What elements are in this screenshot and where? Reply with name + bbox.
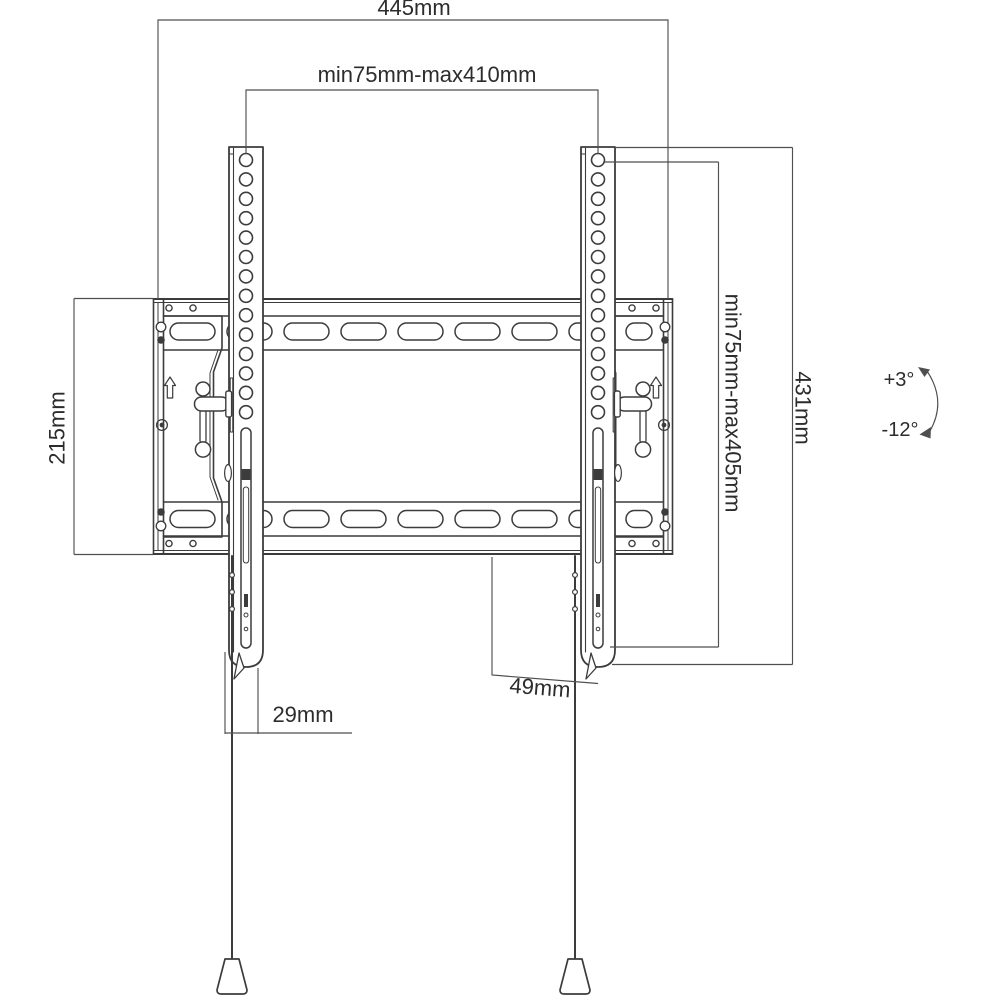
tilt-up-label: +3°: [884, 369, 915, 391]
dim-line-bottom-gap-left: [224, 652, 352, 734]
wall-plate-screw-holes: [165, 304, 660, 548]
dim-line-bottom-gap-right: [491, 557, 599, 685]
dim-plate-height-label: 215mm: [45, 391, 70, 464]
tilt-arrow-up-icon: [918, 367, 930, 377]
dim-bottom-gap-left-label: 29mm: [272, 702, 333, 727]
dim-overall-width-label: 445mm: [377, 0, 450, 20]
dim-bottom-gap-right-label: 49mm: [509, 673, 572, 703]
left-tv-rail: [229, 147, 263, 679]
dim-line-vesa-width: [245, 89, 599, 154]
left-tilt-arm: [155, 315, 223, 538]
tilt-angle-annotation: +3° -12°: [882, 367, 939, 441]
dimension-annotations: 445mm min75mm-max410mm 215mm min75mm-max…: [45, 0, 939, 734]
dim-vesa-width-label: min75mm-max410mm: [318, 62, 537, 87]
dim-vesa-height-label: min75mm-max405mm: [721, 294, 746, 513]
tilt-arc-icon: [926, 370, 939, 432]
right-lock-lever: [612, 377, 653, 483]
dim-line-vesa-height: [604, 161, 720, 648]
dim-line-overall-width: [157, 19, 669, 299]
right-tv-rail: [581, 147, 615, 679]
dim-line-bracket-height: [612, 146, 794, 666]
dim-bracket-height-label: 431mm: [791, 371, 816, 444]
tilt-arrow-down-icon: [919, 427, 931, 439]
tilt-down-label: -12°: [882, 419, 919, 441]
dim-line-plate-height: [73, 297, 154, 556]
